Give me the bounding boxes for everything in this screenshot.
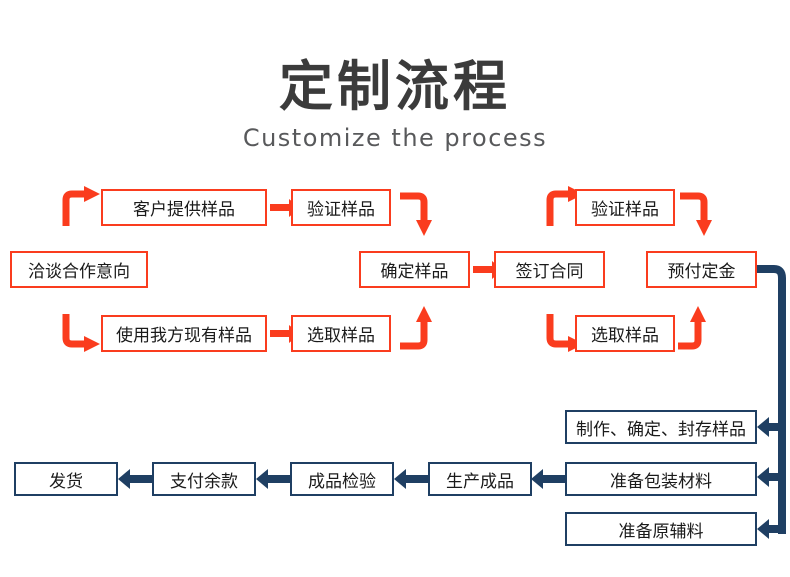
arrow-shaft	[473, 266, 493, 273]
elbow-arrow-right-down-1	[400, 192, 432, 236]
arrow-head	[256, 469, 268, 489]
navy-arrow-left-4	[118, 462, 152, 496]
page-subtitle: Customize the process	[242, 124, 548, 152]
elbow-arrow-up-right-1	[62, 186, 100, 226]
elbow-arrow-right-up-2	[678, 306, 706, 350]
node-label: 支付余款	[170, 471, 238, 492]
node-select-sample-2[interactable]: 选取样品	[575, 315, 675, 352]
node-sign-contract[interactable]: 签订合同	[494, 251, 605, 288]
arrow-head	[118, 469, 130, 489]
elbow-arrow-right-up-1	[400, 306, 432, 350]
elbow-arrow-right-down-2	[680, 192, 712, 236]
node-label: 客户提供样品	[133, 200, 235, 220]
node-verify-sample-2[interactable]: 验证样品	[575, 189, 675, 226]
node-prepare-raw-materials[interactable]: 准备原辅料	[565, 512, 757, 546]
node-label: 生产成品	[446, 471, 514, 492]
node-prepay-deposit[interactable]: 预付定金	[646, 251, 757, 288]
node-use-our-existing-sample[interactable]: 使用我方现有样品	[101, 315, 267, 352]
node-make-confirm-seal-sample[interactable]: 制作、确定、封存样品	[565, 410, 757, 444]
navy-arrow-left-1	[531, 462, 565, 496]
node-label: 使用我方现有样品	[116, 326, 252, 346]
arrow-head	[757, 466, 769, 487]
arrow-shaft	[404, 475, 428, 483]
node-finished-goods-inspection[interactable]: 成品检验	[290, 462, 394, 496]
node-label: 验证样品	[307, 200, 375, 220]
navy-arrow-left-2	[394, 462, 428, 496]
arrow-shaft	[270, 330, 290, 337]
node-ship-goods[interactable]: 发货	[14, 462, 118, 496]
navy-arrow-left-3	[256, 462, 290, 496]
node-label: 成品检验	[308, 471, 376, 492]
arrow-shaft	[765, 422, 785, 431]
arrow-head	[757, 416, 769, 437]
node-label: 选取样品	[591, 326, 659, 346]
node-label: 确定样品	[380, 262, 449, 282]
arrow-shaft	[270, 204, 290, 211]
node-label: 准备原辅料	[618, 521, 704, 542]
node-label: 预付定金	[667, 262, 736, 282]
node-label: 签订合同	[515, 262, 584, 282]
node-label: 制作、确定、封存样品	[576, 419, 746, 440]
arrow-shaft	[765, 472, 785, 481]
node-prepare-packaging-material[interactable]: 准备包装材料	[565, 462, 757, 496]
navy-arrow-into-make-sample	[757, 410, 785, 443]
page-title: 定制流程	[279, 55, 511, 118]
node-label: 验证样品	[591, 200, 659, 220]
node-verify-sample-1[interactable]: 验证样品	[291, 189, 391, 226]
arrow-shaft	[128, 475, 152, 483]
arrow-shaft	[765, 524, 785, 533]
arrow-head	[757, 518, 769, 539]
elbow-arrow-down-right-1	[62, 314, 100, 352]
node-produce-finished-goods[interactable]: 生产成品	[428, 462, 532, 496]
node-label: 准备包装材料	[610, 471, 712, 492]
node-confirm-sample[interactable]: 确定样品	[359, 251, 470, 288]
node-label: 发货	[49, 471, 83, 492]
arrow-shaft	[541, 475, 565, 483]
arrow-head	[394, 469, 406, 489]
node-label: 选取样品	[307, 326, 375, 346]
node-label: 洽谈合作意向	[28, 262, 130, 282]
node-pay-balance[interactable]: 支付余款	[152, 462, 256, 496]
node-customer-provides-sample[interactable]: 客户提供样品	[101, 189, 267, 226]
navy-arrow-into-raw-materials	[757, 512, 785, 545]
node-select-sample-1[interactable]: 选取样品	[291, 315, 391, 352]
node-negotiate-cooperation[interactable]: 洽谈合作意向	[10, 251, 148, 288]
arrow-head	[531, 469, 543, 489]
arrow-shaft	[266, 475, 290, 483]
navy-arrow-into-packaging	[757, 460, 785, 493]
navy-trunk-line	[757, 265, 786, 534]
